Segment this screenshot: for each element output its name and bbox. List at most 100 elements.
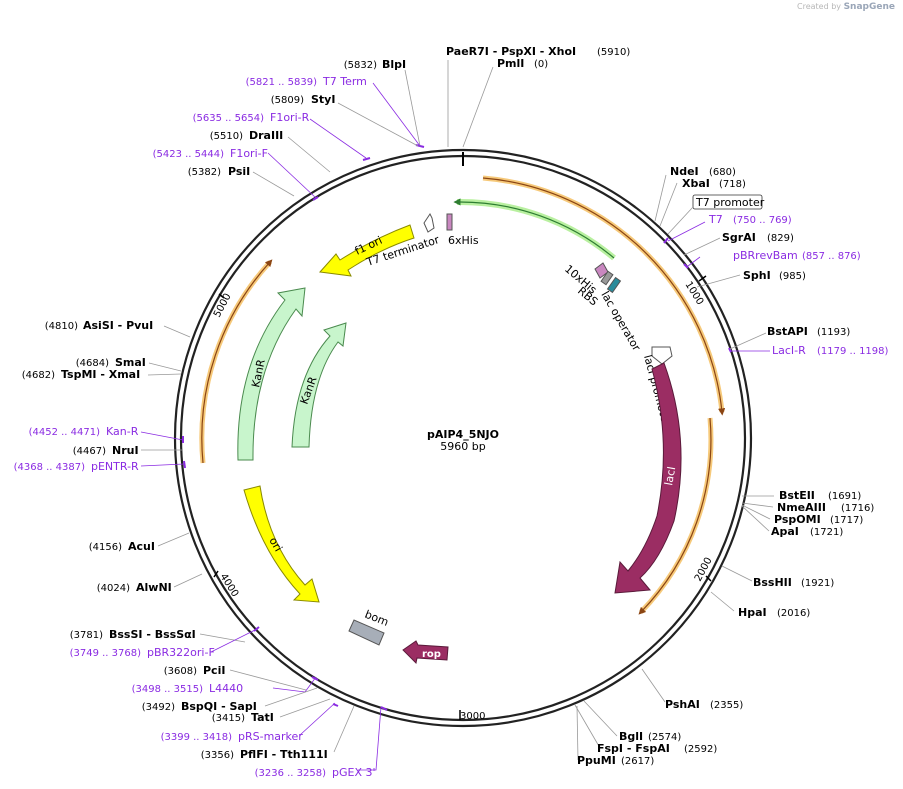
site-blpi-pos: (5832) (344, 60, 377, 71)
site-pmli: PmlI (497, 57, 524, 70)
restriction-sites: PaeR7I - PspXI - XhoI (5910) PmlI (0) (5… (22, 45, 875, 767)
t7-transcript (453, 198, 616, 261)
site-bsshii: BssHII (753, 576, 792, 589)
site-bgli: BglI (619, 730, 643, 743)
rop-feature: rop (402, 640, 449, 665)
kanr-outer-label: KanR (249, 358, 268, 389)
his6-feature: 6xHis (446, 213, 479, 247)
ori-feature: ori (243, 485, 320, 603)
site-sgrai: SgrAI (722, 231, 756, 244)
site-pspomi-pos: (1717) (830, 515, 863, 526)
t7-promoter-label: T7 promoter (695, 196, 765, 209)
primer-prs-marker: pRS-marker (238, 730, 303, 743)
site-asisi-pvui: AsiSI - PvuI (83, 319, 153, 332)
tick-3000: 3000 (460, 711, 485, 722)
primer-sites: (5821 .. 5839) T7 Term (5635 .. 5654) F1… (14, 75, 889, 779)
primer-kan-r: Kan-R (106, 425, 139, 438)
site-pcii: PciI (203, 664, 225, 677)
site-pshai-pos: (2355) (710, 700, 743, 711)
site-fspi-fspai: FspI - FspAI (597, 742, 670, 755)
site-bspqi-pos: (3492) (142, 702, 175, 713)
primer-pgex3-pos: (3236 .. 3258) (255, 768, 327, 779)
site-xbai-pos: (718) (719, 179, 746, 190)
site-nrui: NruI (112, 444, 139, 457)
site-alwni-pos: (4024) (97, 583, 130, 594)
site-pmli-pos: (0) (534, 59, 548, 70)
site-hpai-pos: (2016) (777, 608, 810, 619)
site-tspmi-xmai: TspMI - XmaI (61, 368, 140, 381)
site-ndei: NdeI (670, 165, 699, 178)
t7-promoter-feature: T7 promoter (692, 194, 765, 210)
plasmid-name: pAIP4_5NJO (427, 428, 499, 441)
backbone (173, 148, 753, 728)
site-bsteii-pos: (1691) (828, 491, 861, 502)
site-pflfi-pos: (3356) (201, 750, 234, 761)
bom-feature: bom (348, 608, 390, 646)
site-psii-pos: (5382) (188, 167, 221, 178)
primer-pbr322ori-f-pos: (3749 .. 3768) (70, 648, 142, 659)
plasmid-size: 5960 bp (440, 440, 485, 453)
primer-laci-r-pos: (1179 .. 1198) (817, 346, 889, 357)
lac-operator-label: lac operator (598, 289, 643, 354)
primer-laci-r: LacI-R (772, 344, 806, 357)
site-tati: TatI (251, 711, 274, 724)
leader-lines (140, 60, 774, 771)
site-nmeaiii-pos: (1716) (841, 503, 874, 514)
site-pcii-pos: (3608) (164, 666, 197, 677)
primer-pentr-r-pos: (4368 .. 4387) (14, 462, 86, 473)
site-smai-pos: (4684) (76, 358, 109, 369)
site-smai: SmaI (115, 356, 146, 369)
primer-t7: T7 (708, 213, 723, 226)
site-paer7i-pos: (5910) (597, 47, 630, 58)
primer-prs-marker-pos: (3399 .. 3418) (161, 732, 233, 743)
primer-l4440-pos: (3498 .. 3515) (132, 684, 204, 695)
site-tati-pos: (3415) (212, 713, 245, 724)
site-ppumi: PpuMI (577, 754, 616, 767)
brand-name: SnapGene (843, 2, 895, 12)
his6-label: 6xHis (448, 234, 479, 247)
primer-f1ori-r-pos: (5635 .. 5654) (193, 113, 265, 124)
site-bsssi-pos: (3781) (70, 630, 103, 641)
primer-f1ori-f-pos: (5423 .. 5444) (153, 149, 225, 160)
site-acui-pos: (4156) (89, 542, 122, 553)
site-psii: PsiI (228, 165, 250, 178)
site-bsssi-bsssai: BssSI - BssSαI (109, 628, 196, 641)
site-draiii-pos: (5510) (210, 131, 243, 142)
site-styi-pos: (5809) (271, 95, 304, 106)
site-bstapi: BstAPI (767, 325, 808, 338)
site-pshai: PshAI (665, 698, 700, 711)
site-ppumi-pos: (2617) (621, 756, 654, 767)
site-ndei-pos: (680) (709, 167, 736, 178)
site-alwni: AlwNI (136, 581, 172, 594)
site-bgli-pos: (2574) (648, 732, 681, 743)
site-styi: StyI (311, 93, 335, 106)
primer-f1ori-r: F1ori-R (270, 111, 310, 124)
primer-kan-r-pos: (4452 .. 4471) (29, 427, 101, 438)
site-asisi-pos: (4810) (45, 321, 78, 332)
site-pspomi: PspOMI (774, 513, 821, 526)
site-nrui-pos: (4467) (73, 446, 106, 457)
snapgene-brand: Created by SnapGene (797, 2, 895, 12)
site-acui: AcuI (128, 540, 155, 553)
site-apai-pos: (1721) (810, 527, 843, 538)
laci-feature: lacI (614, 362, 682, 594)
kanr-inner-feature: KanR (291, 322, 347, 448)
site-paer7i-pspxi-xhoi: PaeR7I - PspXI - XhoI (446, 45, 576, 58)
primer-pbrrevbam-pos: (857 .. 876) (802, 251, 861, 262)
primer-pbr322ori-f: pBR322ori-F (147, 646, 215, 659)
kanr-outer-feature: KanR (237, 287, 306, 461)
primer-pentr-r: pENTR-R (91, 460, 139, 473)
primer-l4440: L4440 (209, 682, 243, 695)
site-bsshii-pos: (1921) (801, 578, 834, 589)
ori-label: ori (266, 535, 284, 554)
site-hpai: HpaI (738, 606, 767, 619)
rop-label: rop (422, 649, 441, 660)
site-sgrai-pos: (829) (767, 233, 794, 244)
primer-pbrrevbam: pBRrevBam (733, 249, 798, 262)
expression-cassette: 10xHis RBS lac operator (562, 262, 643, 354)
site-fspi-pos: (2592) (684, 744, 717, 755)
primer-t7-term-pos: (5821 .. 5839) (246, 77, 318, 88)
site-draiii: DraIII (249, 129, 283, 142)
orf-arcs (199, 175, 726, 615)
